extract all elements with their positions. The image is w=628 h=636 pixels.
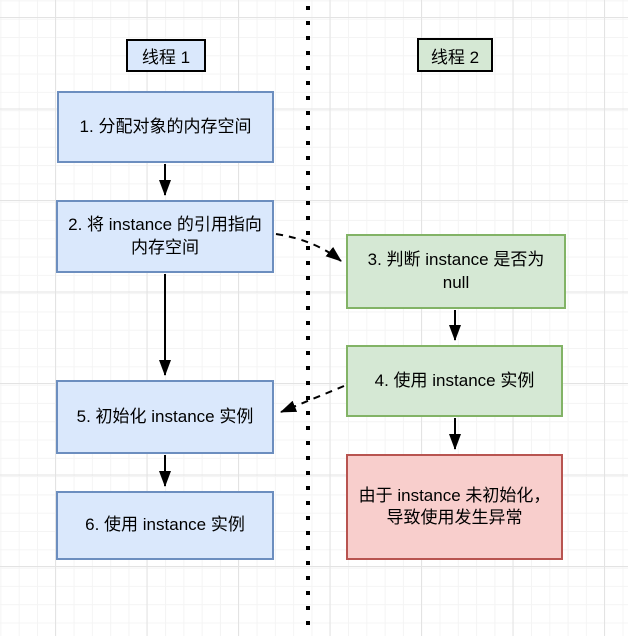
- node-7-exception: 由于 instance 未初始化，导致使用发生异常: [346, 454, 563, 560]
- node-5-label: 5. 初始化 instance 实例: [76, 406, 254, 426]
- node-5-initialize-instance: 5. 初始化 instance 实例: [56, 380, 274, 454]
- lane-label-thread2-text: 线程 2: [430, 47, 480, 67]
- node-6-use-instance: 6. 使用 instance 实例: [56, 491, 274, 560]
- node-1-allocate-memory: 1. 分配对象的内存空间: [57, 91, 274, 163]
- node-4-label: 4. 使用 instance 实例: [374, 370, 535, 390]
- dashed-arrow-n4-to-n5: [280, 385, 345, 413]
- node-2-point-reference: 2. 将 instance 的引用指向内存空间: [56, 200, 274, 273]
- lane-label-thread1: 线程 1: [126, 39, 206, 72]
- lane-label-thread1-text: 线程 1: [141, 48, 191, 67]
- thread-divider-dotted-line: [306, 6, 310, 632]
- node-1-label: 1. 分配对象的内存空间: [79, 116, 252, 136]
- lane-label-thread2: 线程 2: [417, 38, 493, 72]
- node-6-label: 6. 使用 instance 实例: [85, 515, 245, 535]
- node-3-check-null: 3. 判断 instance 是否为 null: [346, 234, 566, 309]
- node-4-use-instance: 4. 使用 instance 实例: [346, 345, 563, 417]
- node-7-label: 由于 instance 未初始化，导致使用发生异常: [358, 485, 551, 527]
- node-3-label: 3. 判断 instance 是否为 null: [367, 250, 545, 292]
- node-2-label: 2. 将 instance 的引用指向内存空间: [68, 215, 262, 257]
